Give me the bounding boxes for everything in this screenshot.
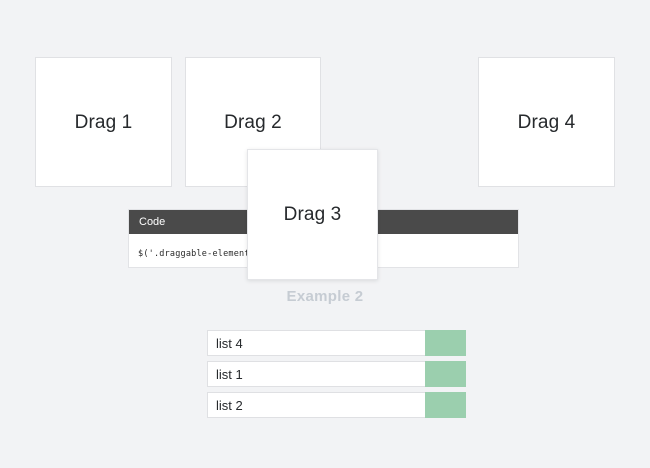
drag-handle-icon[interactable] (425, 361, 466, 387)
list-item-label: list 2 (216, 397, 243, 413)
drag-box-4[interactable]: Drag 4 (478, 57, 615, 187)
drag-handle-icon[interactable] (425, 330, 466, 356)
list-item[interactable]: list 1 (207, 361, 466, 387)
list-item-label: list 4 (216, 335, 243, 351)
code-panel-title: Code (139, 215, 166, 228)
code-panel: Code $('.draggable-element').an (128, 209, 519, 268)
drag-box-1[interactable]: Drag 1 (35, 57, 172, 187)
code-snippet: $('.draggable-element').an (138, 249, 277, 259)
sortable-list: list 4 list 1 list 2 (207, 330, 466, 418)
list-item[interactable]: list 2 (207, 392, 466, 418)
list-item-label: list 1 (216, 366, 243, 382)
drag-box-3-label: Drag 3 (283, 204, 342, 225)
drag-handle-icon[interactable] (425, 392, 466, 418)
drag-box-4-label: Drag 4 (517, 111, 576, 133)
drag-box-1-label: Drag 1 (74, 111, 133, 133)
list-item[interactable]: list 4 (207, 330, 466, 356)
drag-box-2-label: Drag 2 (224, 111, 282, 133)
drag-box-3[interactable]: Drag 3 (247, 149, 378, 280)
example2-title: Example 2 (286, 288, 364, 305)
